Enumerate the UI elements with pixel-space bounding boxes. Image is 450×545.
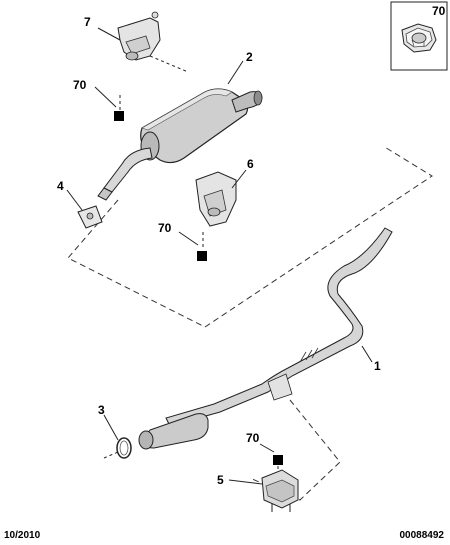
callout-70-b: 70 [158, 221, 172, 235]
intermediate-exhaust-pipe [138, 227, 393, 450]
callout-6: 6 [247, 157, 254, 171]
callout-2: 2 [246, 50, 253, 64]
callout-5: 5 [217, 473, 224, 487]
muffler-hanger-bracket [117, 11, 189, 73]
callout-7: 7 [84, 15, 91, 29]
rear-muffler [97, 88, 263, 201]
nut-icon [401, 23, 437, 53]
nut-marker-b [197, 251, 207, 261]
inset-box-nut: 70 [390, 1, 448, 71]
leader-lines [66, 27, 373, 485]
gasket-ring [103, 437, 132, 459]
nut-marker-c [273, 455, 283, 465]
callout-70-a: 70 [73, 78, 87, 92]
footer-date: 10/2010 [4, 530, 41, 541]
callout-70-inset: 70 [432, 4, 446, 18]
clamp [77, 205, 103, 229]
assembly-outline-upper [67, 145, 433, 328]
rubber-mount [261, 469, 299, 512]
footer-reference: 00088492 [399, 530, 445, 541]
nut-marker-a [114, 111, 124, 121]
callout-70-c: 70 [246, 431, 260, 445]
callout-3: 3 [98, 403, 105, 417]
rear-hanger-bracket [195, 171, 237, 227]
callout-4: 4 [57, 179, 64, 193]
callout-1: 1 [374, 359, 381, 373]
